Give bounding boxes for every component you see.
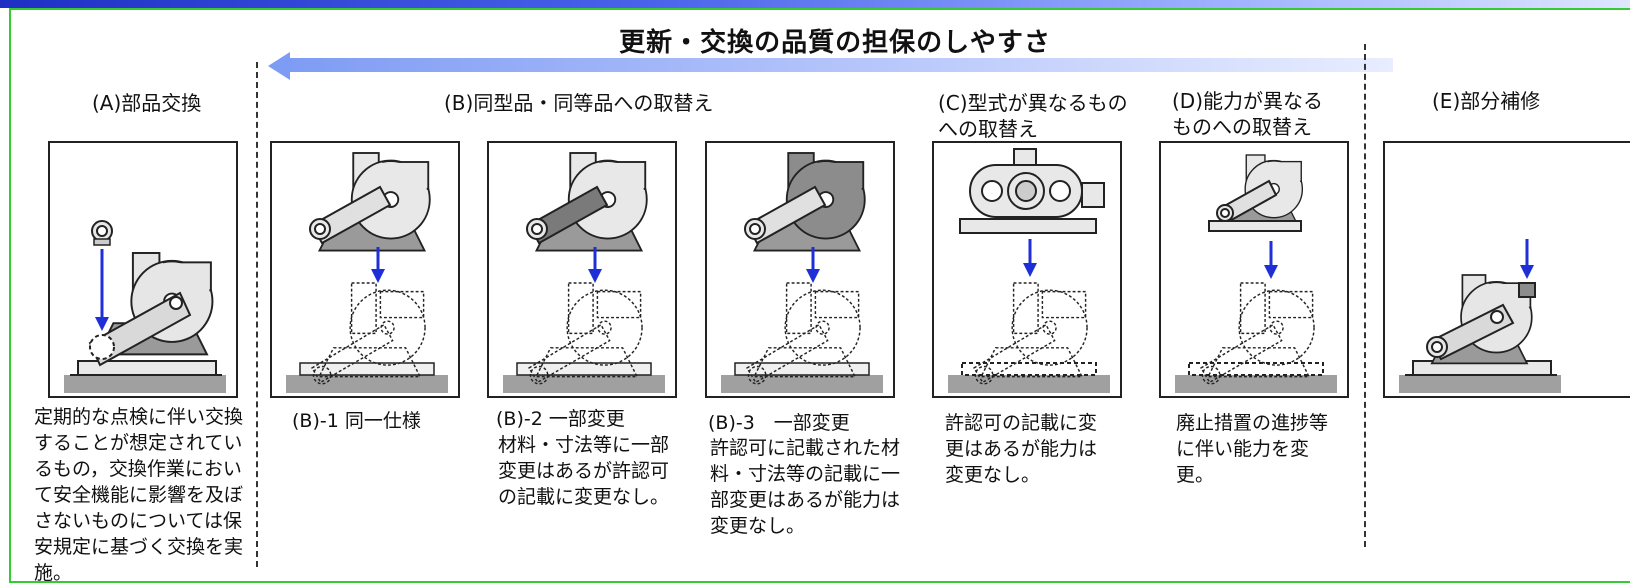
figure-b2-partial-change	[487, 141, 677, 398]
header-c: (C)型式が異なるものへの取替え	[938, 91, 1128, 141]
header-a: (A)部品交換	[92, 91, 202, 115]
divider-a-b	[256, 62, 258, 567]
caption-b1: (B)-1 同一仕様	[292, 410, 421, 432]
caption-b3-title: (B)-3 一部変更	[708, 412, 850, 434]
top-banner	[0, 0, 1630, 8]
figure-b1-same-spec	[270, 141, 460, 398]
header-d: (D)能力が異なるものへの取替え	[1172, 89, 1324, 139]
header-e: (E)部分補修	[1432, 89, 1541, 113]
figure-c-different-model	[932, 141, 1122, 398]
caption-b2: 材料・寸法等に一部変更はあるが許認可の記載に変更なし。	[498, 434, 670, 508]
divider-d-e	[1364, 44, 1366, 547]
header-b: (B)同型品・同等品への取替え	[444, 91, 714, 115]
caption-a: 定期的な点検に伴い交換することが想定されているもの，交換作業において安全機能に影…	[34, 406, 244, 584]
direction-arrow-head	[268, 52, 290, 80]
caption-b2-title: (B)-2 一部変更	[496, 408, 625, 430]
caption-c: 許認可の記載に変更はあるが能力は変更なし。	[945, 412, 1098, 486]
direction-arrow	[288, 58, 1393, 72]
diagram-frame	[9, 8, 1630, 583]
caption-b3: 許認可に記載された材料・寸法等の記載に一部変更はあるが能力は変更なし。	[710, 437, 901, 537]
figure-a-part-replacement	[48, 141, 238, 398]
diagram-title: 更新・交換の品質の担保のしやすさ	[619, 28, 1051, 58]
figure-b3-partial-change	[705, 141, 895, 398]
figure-e-partial-repair	[1383, 141, 1630, 398]
figure-d-different-capacity	[1159, 141, 1349, 398]
caption-d: 廃止措置の進捗等に伴い能力を変更。	[1176, 412, 1329, 486]
